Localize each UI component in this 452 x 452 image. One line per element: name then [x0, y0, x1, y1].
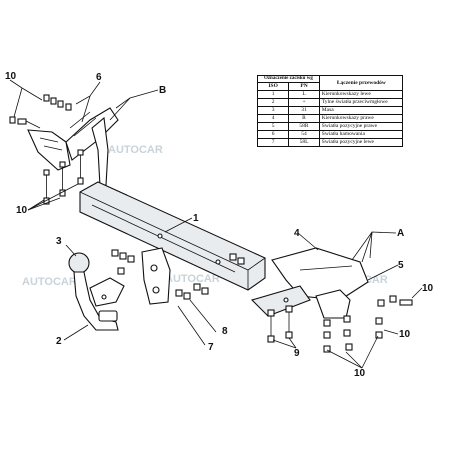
wiring-desc-cell: Kierunkowskazy prawe [318, 114, 404, 123]
callout-2: 2 [56, 336, 62, 347]
callout-9: 9 [294, 348, 300, 359]
callout-7: 7 [208, 342, 214, 353]
wiring-desc-cell: Kierunkowskazy lewe [318, 90, 404, 99]
wiring-iso-cell: 4 [256, 114, 290, 123]
right-mounting-bracket [250, 247, 369, 319]
wiring-table-pn-header: PN [288, 82, 320, 91]
callout-4: 4 [294, 228, 300, 239]
wiring-iso-cell: 1 [256, 90, 290, 99]
wiring-desc-cell: Tylne światła przeciwmgłowe [318, 98, 404, 107]
wiring-desc-cell: Masa [318, 106, 404, 115]
callout-10-right-top: 10 [422, 283, 434, 294]
watermark-left: AUTOCAR [22, 276, 77, 288]
callout-8: 8 [222, 326, 228, 337]
callout-1: 1 [193, 213, 199, 224]
wiring-table-group-header: Oznaczenie zacisku wg [257, 75, 320, 83]
wiring-table-iso-header: ISO [256, 82, 290, 91]
wiring-iso-cell: 5 [256, 122, 290, 131]
wiring-pn-cell: 54 [288, 130, 320, 139]
right-bolts [267, 295, 413, 353]
callout-10-right: 10 [399, 329, 411, 340]
callout-A: A [397, 228, 404, 239]
wiring-desc-cell: Światła pozycyjne lewe [318, 138, 404, 147]
center-mount-plate [141, 247, 171, 305]
wiring-pn-cell: 31 [288, 106, 320, 115]
callout-10-bottom: 10 [354, 368, 366, 379]
wiring-table-desc-header: Łączenie przewodów [318, 75, 404, 91]
left-bolts [9, 94, 84, 205]
main-crossbar [79, 181, 266, 291]
ball-mount [68, 252, 125, 331]
wiring-pn-cell: 58R [288, 122, 320, 131]
watermark-center: AUTOCAR [165, 273, 220, 285]
wiring-table-row: 2+Tylne światła przeciwmgłowe [256, 98, 404, 107]
wiring-table: Oznaczenie zacisku wg Łączenie przewodów… [256, 75, 404, 147]
center-bolts [111, 249, 245, 300]
left-mounting-bracket [27, 107, 119, 187]
callout-6: 6 [96, 72, 102, 83]
leader-lines [9, 79, 423, 369]
watermark-top: AUTOCAR [108, 144, 163, 156]
wiring-iso-cell: 2 [256, 98, 290, 107]
wiring-iso-cell: 6 [256, 130, 290, 139]
wiring-desc-cell: Światła hamowania [318, 130, 404, 139]
wiring-iso-cell: 3 [256, 106, 290, 115]
wiring-pn-cell: L [288, 90, 320, 99]
wiring-iso-cell: 7 [256, 138, 290, 147]
wiring-pn-cell: 58L [288, 138, 320, 147]
wiring-pn-cell: + [288, 98, 320, 107]
callout-10-left: 10 [16, 205, 28, 216]
callout-3: 3 [56, 236, 62, 247]
callout-5: 5 [398, 260, 404, 271]
callout-10-top-left: 10 [5, 71, 17, 82]
wiring-desc-cell: Światła pozycyjne prawe [318, 122, 404, 131]
callout-B: B [159, 85, 166, 96]
wiring-pn-cell: R [288, 114, 320, 123]
